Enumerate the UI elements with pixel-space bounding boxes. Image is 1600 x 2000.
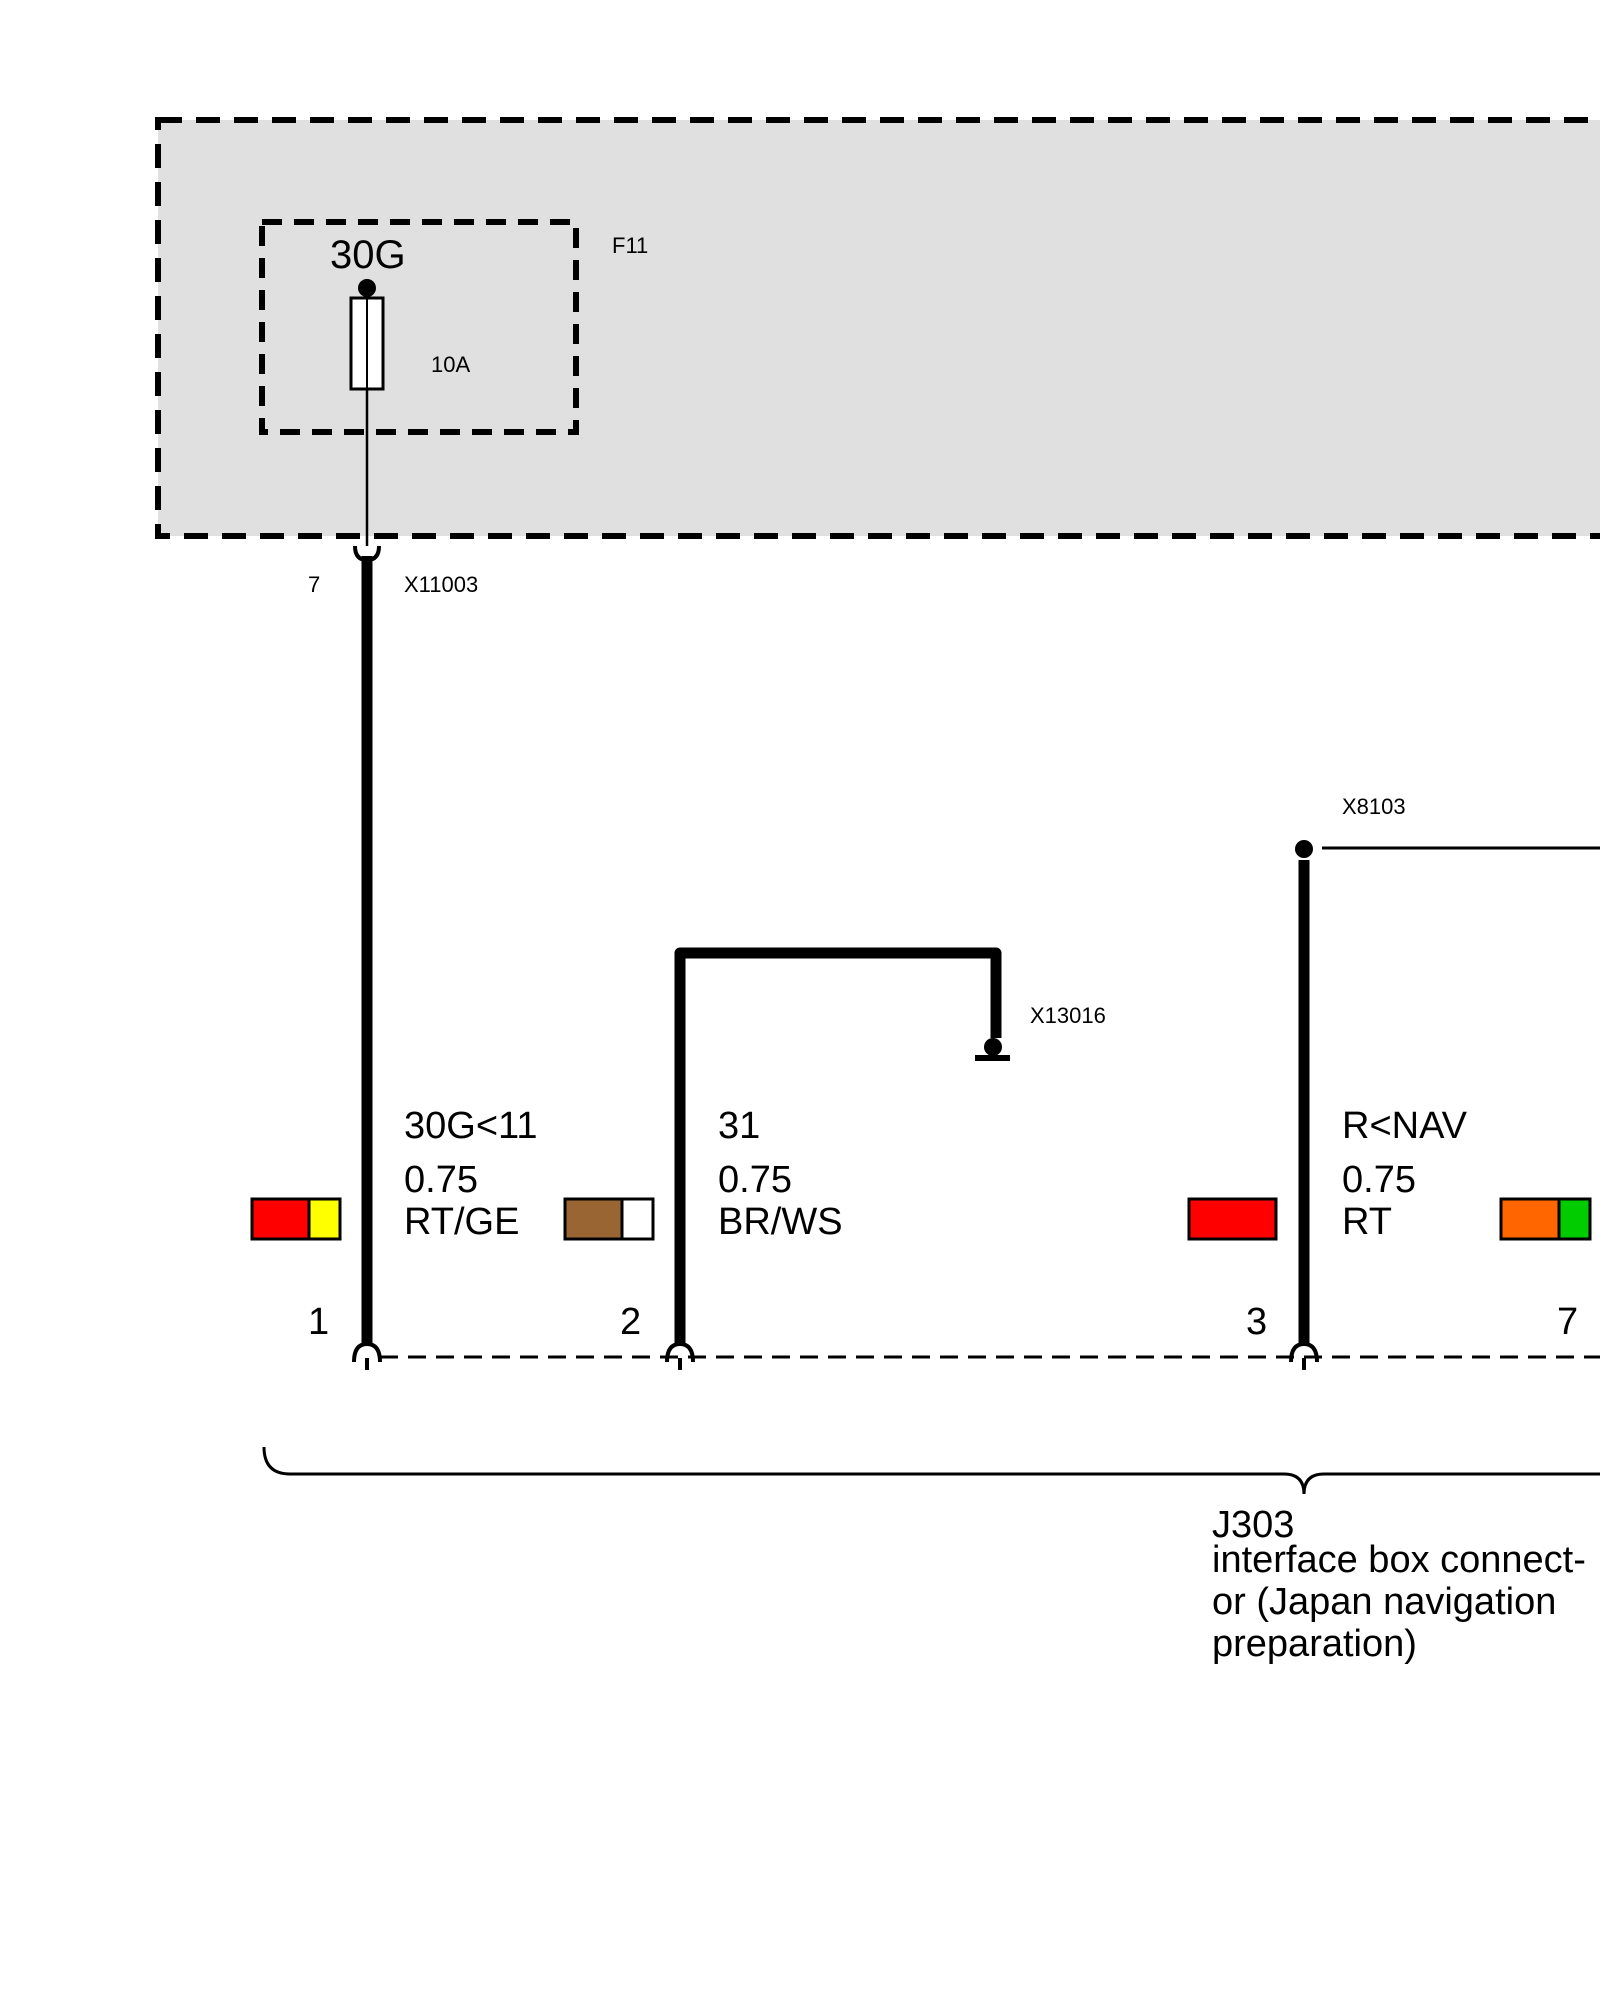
wire-3-signal: R<NAV — [1342, 1105, 1468, 1147]
wire-7-color-swatch-stripe — [1557, 1197, 1592, 1241]
wire-3-color-code: RT — [1342, 1201, 1392, 1243]
fuse-designation: F11 — [612, 233, 648, 258]
connector-pin-2-icon — [665, 1341, 695, 1363]
splice-dot — [1295, 840, 1313, 858]
connector-x11003-pin: 7 — [308, 572, 320, 597]
wire-1-color-code: RT/GE — [404, 1201, 519, 1243]
fuse-holder — [259, 219, 579, 435]
component-id: J303 — [1212, 1504, 1294, 1546]
component-description-line-1: interface box connect- — [1212, 1539, 1586, 1581]
wire-2-color-swatch-primary — [563, 1197, 624, 1241]
wire-1-size: 0.75 — [404, 1159, 478, 1201]
connector-j303-pins — [352, 1341, 1319, 1370]
wire-3-color-swatch — [1187, 1197, 1278, 1241]
wire-2-signal: 31 — [718, 1105, 760, 1147]
pin-number-2: 2 — [620, 1301, 641, 1343]
fuse-terminal-label: 30G — [330, 233, 406, 277]
splice-connector-name: X8103 — [1342, 794, 1406, 819]
wire-1-color-swatch-primary — [250, 1197, 311, 1241]
wire-2-size: 0.75 — [718, 1159, 792, 1201]
wire-2-color-swatch-stripe — [620, 1197, 655, 1241]
component-description-line-3: preparation) — [1212, 1623, 1417, 1665]
ground-dot — [984, 1038, 1002, 1056]
fuse-rating: 10A — [431, 352, 470, 377]
wire-3-size: 0.75 — [1342, 1159, 1416, 1201]
wire-2-color-code: BR/WS — [718, 1201, 843, 1243]
component-description-line-2: or (Japan navigation — [1212, 1581, 1556, 1623]
module-housing — [155, 117, 1600, 539]
connector-pin-1-icon — [352, 1341, 382, 1363]
wire-1-color-swatch-stripe — [307, 1197, 342, 1241]
wire-1-signal: 30G<11 — [404, 1105, 537, 1147]
pin-number-7: 7 — [1557, 1301, 1578, 1343]
pin-number-1: 1 — [308, 1301, 329, 1343]
connector-x11003-name: X11003 — [404, 572, 478, 597]
pin-number-3: 3 — [1246, 1301, 1267, 1343]
connector-pin-3-icon — [1289, 1341, 1319, 1363]
wire-2 — [674, 947, 1002, 1346]
component-brace — [262, 1446, 1600, 1495]
wire-7-color-swatch-primary — [1499, 1197, 1561, 1241]
ground-connector-name: X13016 — [1030, 1003, 1106, 1028]
fuse-terminal-dot — [358, 279, 376, 297]
